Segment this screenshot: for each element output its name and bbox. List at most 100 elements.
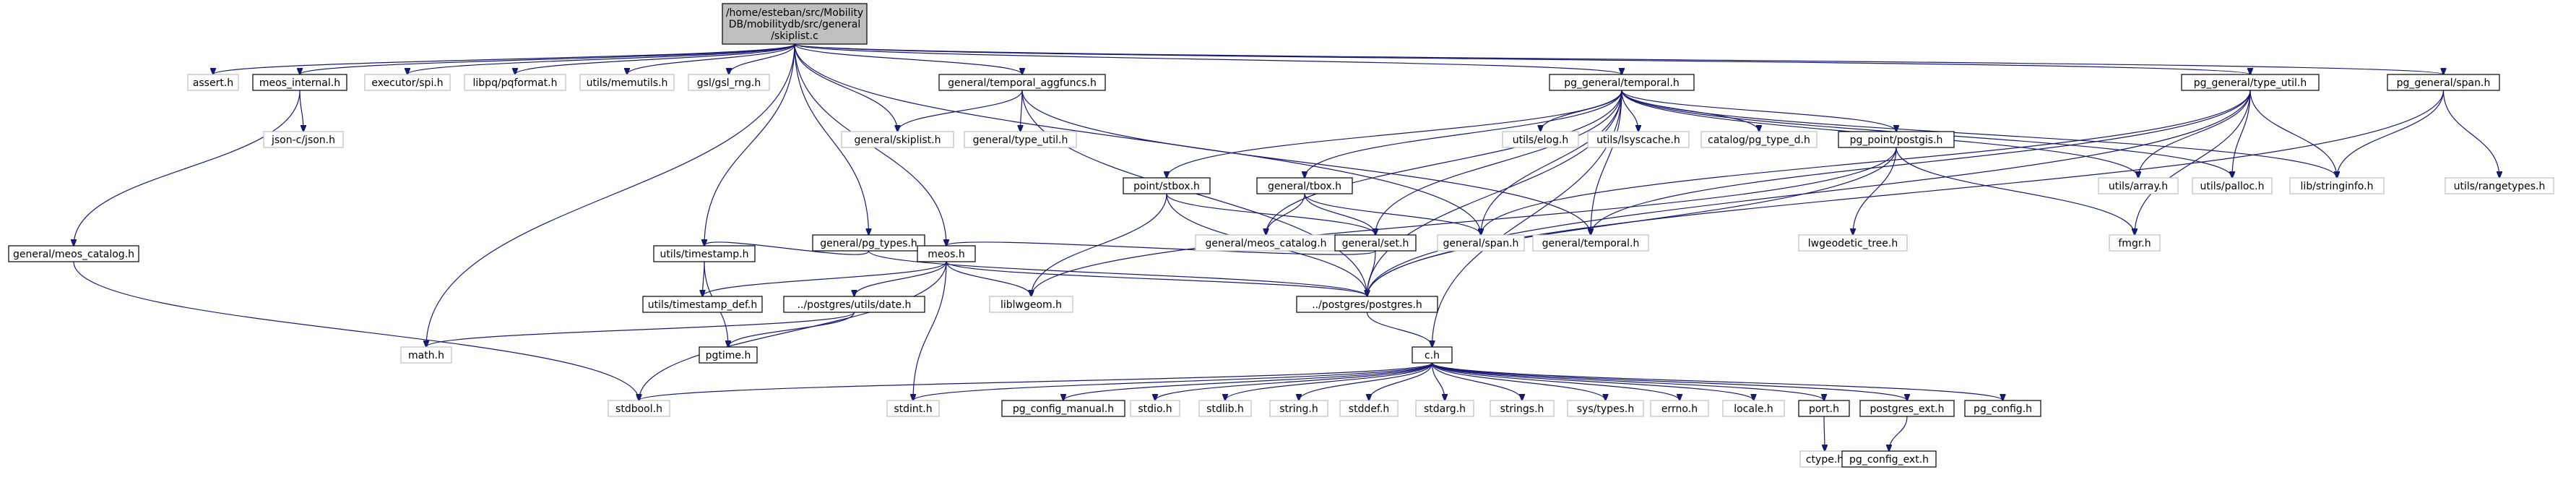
edge-meos-h-to-stdint [913,261,947,400]
node-box [400,346,452,364]
node-pg-span[interactable]: pg_general/span.h [2387,74,2500,91]
node-box [1339,400,1399,417]
node-pqformat[interactable]: libpq/pqformat.h [464,74,566,91]
node-strings-h[interactable]: strings.h [1490,400,1555,417]
node-label: gsl/gsl_rng.h [697,77,761,89]
node-stdbool[interactable]: stdbool.h [608,400,670,417]
node-label: DB/mobilitydb/src/general [729,19,861,30]
node-pg-config[interactable]: pg_config.h [1964,400,2041,417]
node-port-h[interactable]: port.h [1798,400,1850,417]
node-pg-config-manual[interactable]: pg_config_manual.h [1001,400,1125,417]
edge-postgres-utils-date-to-math-h [426,312,855,347]
node-general-span[interactable]: general/span.h [1437,234,1525,252]
edge-pg-type-util-to-lib-stringinfo [2249,90,2337,178]
node-label: point/stbox.h [1133,181,1200,192]
node-memutils[interactable]: utils/memutils.h [579,74,675,91]
node-fmgr[interactable]: fmgr.h [2109,234,2161,252]
node-meos-internal[interactable]: meos_internal.h [252,74,347,91]
node-box [1700,131,1818,148]
edge-c-h-to-stddef [1369,362,1433,400]
node-pg-temporal[interactable]: pg_general/temporal.h [1549,74,1695,91]
node-postgres-h[interactable]: ../postgres/postgres.h [1296,296,1438,313]
edge-meos-h-to-liblwgeom [946,261,1032,296]
node-meos-catalog-gray[interactable]: general/meos_catalog.h [1195,234,1337,252]
node-postgres-utils-date[interactable]: ../postgres/utils/date.h [783,296,925,313]
node-meos-catalog-black[interactable]: general/meos_catalog.h [8,245,139,262]
node-label: ../postgres/utils/date.h [798,299,912,311]
node-lwgeodetic-tree[interactable]: lwgeodetic_tree.h [1798,234,1908,252]
node-general-tbox[interactable]: general/tbox.h [1256,177,1353,194]
node-general-set[interactable]: general/set.h [1334,234,1417,252]
node-stddef[interactable]: stddef.h [1339,400,1399,417]
node-pg-config-ext[interactable]: pg_config_ext.h [1841,450,1937,468]
node-label: libpq/pqformat.h [473,77,558,89]
node-box [783,296,925,313]
node-box [1296,296,1438,313]
node-gsl-rng[interactable]: gsl/gsl_rng.h [688,74,770,91]
node-type-util[interactable]: general/type_util.h [964,131,1077,148]
node-temporal-aggfuncs[interactable]: general/temporal_aggfuncs.h [938,74,1106,91]
node-liblwgeom[interactable]: liblwgeom.h [989,296,1073,313]
edge-pg-point-postgis-to-liblwgeom [1032,147,1897,296]
node-utils-rangetypes[interactable]: utils/rangetypes.h [2445,177,2554,194]
node-pg-point-postgis[interactable]: pg_point/postgis.h [1838,131,1955,148]
nodes-layer: /home/esteban/src/MobilityDB/mobilitydb/… [8,3,2554,468]
edge-pg-type-util-to-utils-palloc [2232,90,2251,178]
node-string-h[interactable]: string.h [1269,400,1328,417]
node-box [1841,450,1937,468]
node-stdint[interactable]: stdint.h [886,400,940,417]
node-stdio[interactable]: stdio.h [1130,400,1180,417]
node-point-stbox[interactable]: point/stbox.h [1123,177,1211,194]
node-sys-types[interactable]: sys/types.h [1567,400,1644,417]
node-label: port.h [1809,403,1839,415]
node-label: pg_general/temporal.h [1564,77,1679,89]
node-box [938,74,1106,91]
node-stdarg[interactable]: stdarg.h [1415,400,1474,417]
node-pgtime[interactable]: pgtime.h [699,346,758,364]
edge-general-tbox-to-general-span [1304,193,1481,235]
node-pg-type-util[interactable]: pg_general/type_util.h [2181,74,2320,91]
edge-c-h-to-pg-config-manual [1063,362,1433,400]
node-errno[interactable]: errno.h [1650,400,1709,417]
node-skiplist-h[interactable]: general/skiplist.h [841,131,954,148]
node-postgres-ext[interactable]: postgres_ext.h [1859,400,1955,417]
node-stdlib[interactable]: stdlib.h [1198,400,1252,417]
edge-temporal-aggfuncs-to-type-util [1021,90,1023,132]
node-assert[interactable]: assert.h [187,74,239,91]
node-box [1269,400,1328,417]
edge-pg-temporal-to-c-h [1432,90,1622,347]
node-locale[interactable]: locale.h [1722,400,1785,417]
edge-pg-type-util-to-postgres-h [1367,90,2251,296]
node-ctype[interactable]: ctype.h [1799,450,1850,468]
node-label: utils/timestamp.h [660,249,749,260]
node-utils-lsyscache[interactable]: utils/lsyscache.h [1587,131,1690,148]
edge-general-set-to-meos-h [946,242,1376,255]
node-box [1415,400,1474,417]
edge-pg-span-to-utils-rangetypes [2442,90,2500,178]
node-general-temporal[interactable]: general/temporal.h [1532,234,1649,252]
node-label: utils/elog.h [1513,134,1568,146]
node-utils-timestamp[interactable]: utils/timestamp.h [653,245,756,262]
node-math-h[interactable]: math.h [400,346,452,364]
edge-c-h-to-strings-h [1431,362,1523,400]
node-executor-spi[interactable]: executor/spi.h [364,74,451,91]
node-meos-h[interactable]: meos.h [917,245,976,262]
edge-general-pg-types-to-utils-timestamp [704,242,870,255]
node-utils-array[interactable]: utils/array.h [2098,177,2179,194]
node-utils-timestamp-def[interactable]: utils/timestamp_def.h [642,296,763,313]
edge-pg-temporal-to-general-span [1481,90,1622,235]
edge-pg-point-postgis-to-lwgeodetic-tree [1853,147,1897,235]
node-c-h[interactable]: c.h [1412,346,1453,364]
node-utils-palloc[interactable]: utils/palloc.h [2192,177,2273,194]
node-utils-elog[interactable]: utils/elog.h [1502,131,1579,148]
node-general-pg-types[interactable]: general/pg_types.h [812,234,925,252]
node-label: general/tbox.h [1268,181,1341,192]
node-label: general/pg_types.h [820,238,917,249]
node-json-c[interactable]: json-c/json.h [263,131,344,148]
node-catalog-pg-type-d[interactable]: catalog/pg_type_d.h [1700,131,1818,148]
edge-skiplist-c-to-general-pg-types [794,43,869,235]
node-box [364,74,451,91]
node-box [653,245,756,262]
node-lib-stringinfo[interactable]: lib/stringinfo.h [2289,177,2385,194]
node-label: pg_point/postgis.h [1850,134,1943,146]
